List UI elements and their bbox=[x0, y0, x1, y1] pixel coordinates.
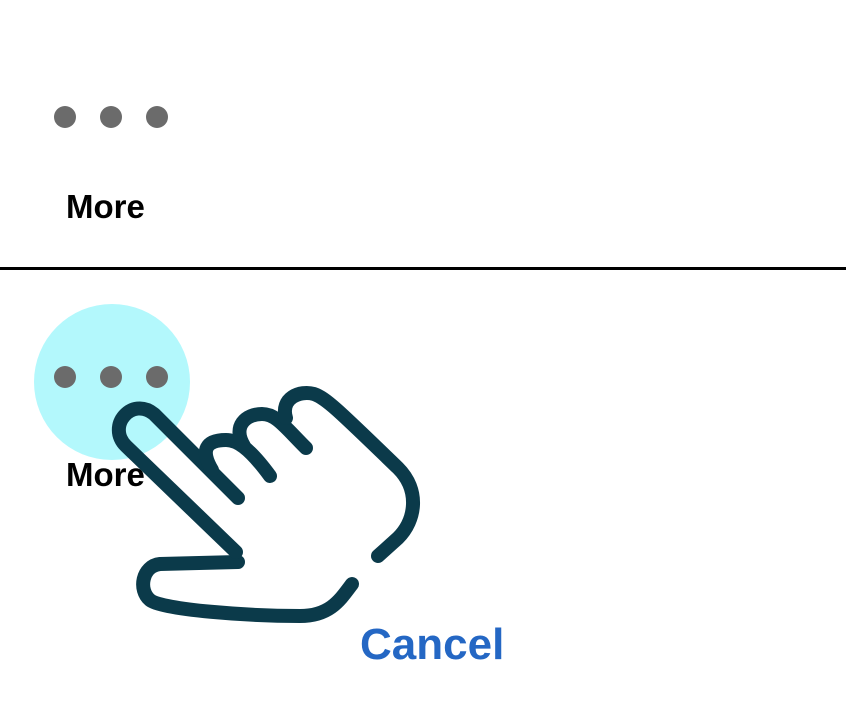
divider bbox=[0, 267, 846, 270]
dot bbox=[146, 366, 168, 388]
instruction-panel-before: More bbox=[0, 0, 846, 268]
more-button[interactable] bbox=[30, 40, 190, 200]
dot bbox=[146, 106, 168, 128]
more-horizontal-icon bbox=[54, 366, 169, 388]
more-label: More bbox=[66, 188, 145, 225]
dot bbox=[100, 106, 122, 128]
more-horizontal-icon bbox=[54, 106, 169, 128]
cancel-button[interactable]: Cancel bbox=[360, 620, 505, 669]
more-label: More bbox=[66, 456, 145, 493]
dot bbox=[100, 366, 122, 388]
dot bbox=[54, 106, 76, 128]
dot bbox=[54, 366, 76, 388]
more-button-tapped[interactable] bbox=[30, 270, 190, 430]
